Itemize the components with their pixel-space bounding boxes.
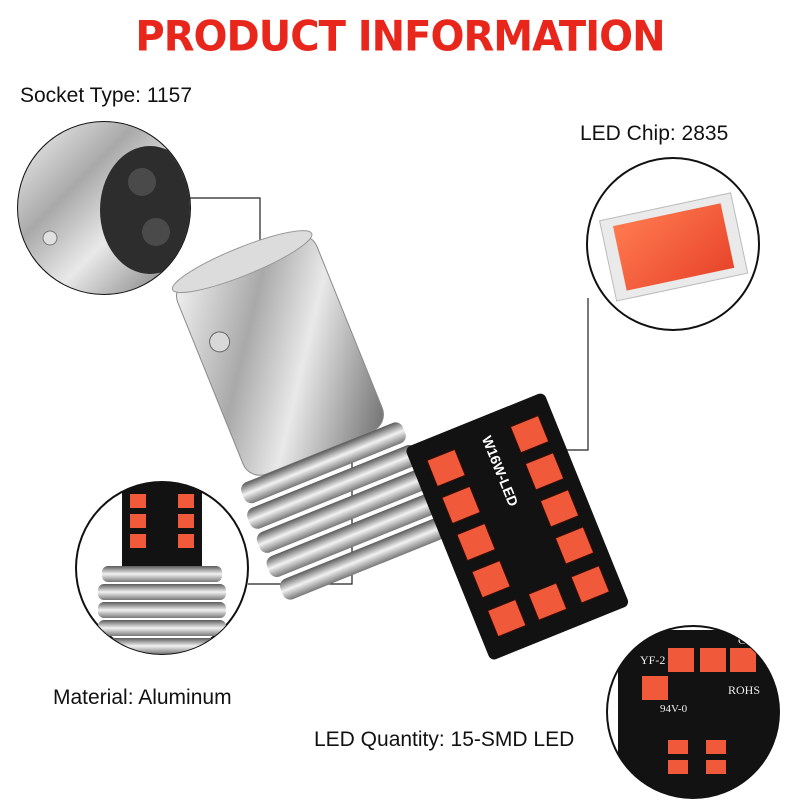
material-zoom-circle	[75, 481, 249, 655]
heatsink-rings	[241, 422, 445, 600]
board-rohs-text: ROHS	[728, 683, 760, 697]
socket-type-label: Socket Type: 1157	[20, 84, 193, 107]
led-board: W16W-LED	[406, 393, 629, 660]
led-quantity-zoom-circle: YF-2 CE ROHS 94V-0	[606, 625, 780, 799]
board-rev-text: YF-2	[640, 653, 665, 667]
chip-zoom-circle	[586, 157, 760, 331]
material-label: Material: Aluminum	[53, 686, 232, 709]
page-title: PRODUCT INFORMATION	[135, 12, 665, 62]
smd-led-grid	[426, 414, 611, 638]
socket-zoom-circle	[17, 121, 191, 295]
board-flame-text: 94V-0	[660, 703, 688, 715]
bulb-body	[171, 230, 445, 600]
led-chip-label: LED Chip: 2835	[580, 122, 729, 145]
led-quantity-label: LED Quantity: 15-SMD LED	[314, 728, 575, 751]
